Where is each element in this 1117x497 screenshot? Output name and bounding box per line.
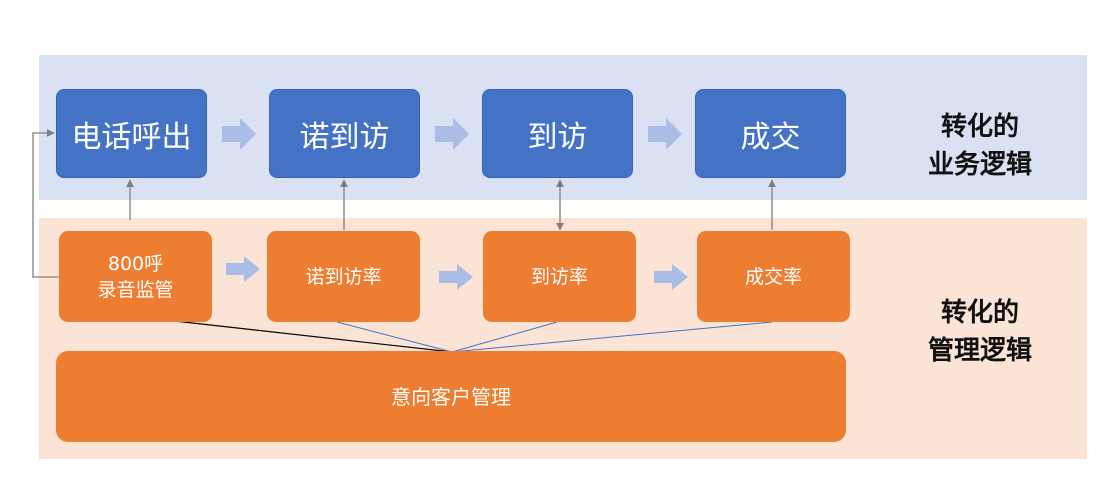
label-line2: 业务逻辑	[927, 150, 1032, 180]
step-box-call-out: 电话呼出	[56, 89, 207, 178]
step-label: 到访	[527, 119, 588, 155]
management-logic-label: 转化的 管理逻辑	[906, 294, 1054, 370]
step-box-visit: 到访	[482, 89, 633, 178]
right-arrow-icon	[654, 264, 688, 290]
crm-label: 意向客户管理	[391, 384, 511, 409]
right-arrow-icon	[222, 118, 256, 150]
label-line1: 转化的	[940, 112, 1019, 142]
metric-label: 到访率	[530, 265, 588, 288]
business-logic-label: 转化的 业务逻辑	[906, 108, 1054, 184]
metric-box-call-recording: 800呼 录音监管	[59, 231, 212, 322]
converge-line-2	[336, 321, 453, 353]
metric-box-visit-rate: 到访率	[483, 231, 636, 322]
metric-label: 诺到访率	[305, 265, 382, 288]
step-label: 诺到访	[299, 119, 390, 155]
converge-line-3	[451, 321, 558, 353]
label-line2: 管理逻辑	[927, 336, 1032, 366]
right-arrow-icon	[435, 118, 469, 150]
metric-label-line2: 录音监管	[97, 278, 174, 301]
right-arrow-icon	[439, 264, 473, 290]
converge-line-1	[129, 315, 453, 353]
right-arrow-icon	[226, 256, 260, 282]
step-label: 成交	[740, 119, 801, 155]
metric-box-deal-rate: 成交率	[697, 231, 850, 322]
step-box-deal: 成交	[695, 89, 846, 178]
loop-connector	[32, 129, 60, 278]
step-label: 电话呼出	[71, 119, 192, 155]
converge-line-4	[451, 321, 773, 353]
step-box-promised-visit: 诺到访	[269, 89, 420, 178]
metric-label-line1: 800呼	[107, 252, 164, 275]
metric-box-promised-visit-rate: 诺到访率	[267, 231, 420, 322]
label-line1: 转化的	[940, 298, 1019, 328]
metric-label: 成交率	[744, 265, 802, 288]
crm-box: 意向客户管理	[56, 351, 846, 442]
right-arrow-icon	[648, 118, 682, 150]
